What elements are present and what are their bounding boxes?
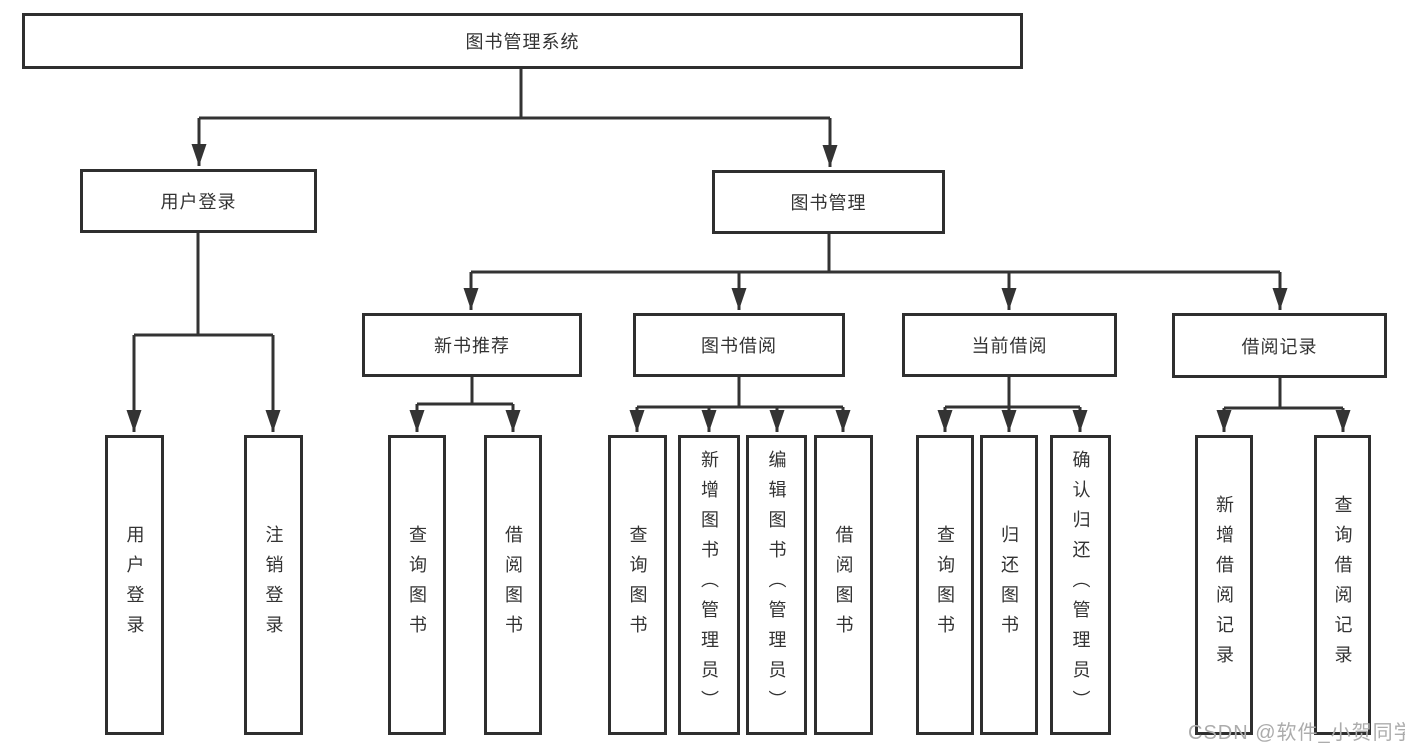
connector-root-branch: [199, 68, 830, 120]
node-current-borrow-label: 当前借阅: [971, 336, 1048, 356]
leaf-borrow-books-1-label: 借阅图书: [503, 525, 523, 645]
connector-book-borrow-branch: [637, 376, 843, 409]
leaf-confirm-return-admin: 确认归还（管理员）: [1050, 435, 1111, 735]
leaf-borrow-books-1: 借阅图书: [484, 435, 542, 735]
leaf-return-books-label: 归还图书: [999, 525, 1019, 645]
leaf-add-book-admin: 新增图书（管理员）: [678, 435, 740, 735]
node-book-borrow-label: 图书借阅: [701, 336, 777, 356]
leaf-query-books-1-label: 查询图书: [407, 525, 427, 645]
node-root-label: 图书管理系统: [465, 32, 580, 52]
node-current-borrow: 当前借阅: [902, 313, 1117, 377]
node-new-book-recommend-label: 新书推荐: [434, 336, 510, 356]
leaf-logout: 注销登录: [244, 435, 303, 735]
node-root: 图书管理系统: [22, 13, 1023, 69]
node-user-login-label: 用户登录: [160, 192, 237, 212]
node-borrow-records-label: 借阅记录: [1241, 336, 1318, 357]
leaf-add-book-admin-label: 新增图书（管理员）: [699, 450, 719, 720]
leaf-query-borrow-record-label: 查询借阅记录: [1332, 495, 1353, 675]
leaf-user-login-label: 用户登录: [124, 525, 145, 645]
leaf-query-books-2: 查询图书: [608, 435, 667, 735]
leaf-add-borrow-record: 新增借阅记录: [1195, 435, 1253, 735]
leaf-edit-book-admin: 编辑图书（管理员）: [746, 435, 807, 735]
leaf-query-books-1: 查询图书: [388, 435, 446, 735]
csdn-watermark: CSDN @软件_小贺同学: [1188, 722, 1405, 744]
connector-borrow-record-branch: [1224, 378, 1343, 410]
leaf-return-books: 归还图书: [980, 435, 1038, 735]
connector-new-book-branch: [417, 376, 513, 406]
leaf-query-borrow-record: 查询借阅记录: [1314, 435, 1371, 735]
leaf-confirm-return-admin-label: 确认归还（管理员）: [1070, 450, 1091, 720]
connector-current-borrow-branch: [945, 377, 1080, 409]
leaf-borrow-books-2: 借阅图书: [814, 435, 873, 735]
leaf-borrow-books-2-label: 借阅图书: [833, 525, 854, 645]
leaf-user-login: 用户登录: [105, 435, 164, 735]
node-borrow-records: 借阅记录: [1172, 313, 1387, 378]
node-book-management: 图书管理: [712, 170, 945, 234]
leaf-query-books-3: 查询图书: [916, 435, 974, 735]
connector-book-mgmt-branch: [471, 234, 1280, 274]
node-user-login: 用户登录: [80, 169, 317, 233]
node-book-borrow: 图书借阅: [633, 313, 845, 377]
leaf-query-books-3-label: 查询图书: [935, 525, 955, 645]
leaf-add-borrow-record-label: 新增借阅记录: [1214, 495, 1234, 675]
connector-user-login-branch: [134, 232, 273, 337]
leaf-query-books-2-label: 查询图书: [627, 525, 648, 645]
node-book-management-label: 图书管理: [790, 193, 867, 213]
node-new-book-recommend: 新书推荐: [362, 313, 582, 377]
leaf-logout-label: 注销登录: [263, 525, 284, 645]
leaf-edit-book-admin-label: 编辑图书（管理员）: [766, 450, 787, 720]
